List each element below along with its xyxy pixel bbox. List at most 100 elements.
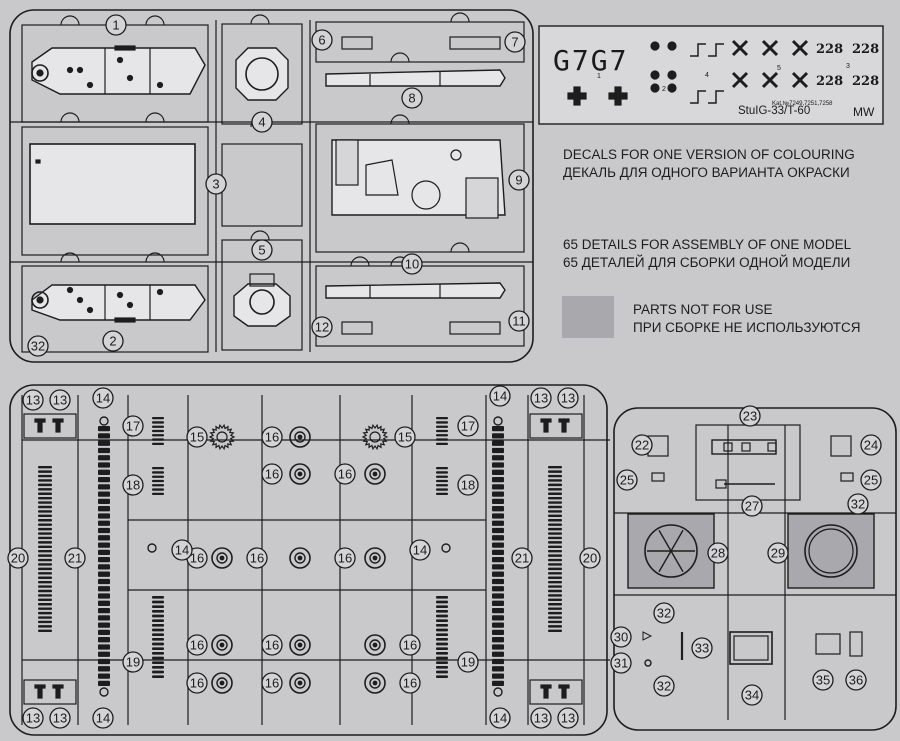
- track-link: [38, 496, 52, 500]
- not-for-use-swatch: [562, 296, 614, 338]
- callout-number: 16: [403, 676, 417, 691]
- track-link: [98, 557, 110, 563]
- track-link: [436, 438, 448, 441]
- callout-number: 22: [635, 438, 649, 453]
- callout-circle: [530, 387, 552, 409]
- sprocket-teeth: [208, 423, 236, 451]
- road-wheel-16: [289, 634, 311, 656]
- callout-number: 13: [561, 391, 575, 406]
- note-decal-ru: ДЕКАЛЬ ДЛЯ ОДНОГО ВАРИАНТА ОКРАСКИ: [563, 165, 850, 180]
- wheel-hub: [369, 639, 381, 651]
- track-link: [492, 557, 504, 563]
- wheel-hub: [216, 552, 228, 564]
- rivet: [66, 66, 74, 74]
- part-12: [341, 321, 373, 335]
- track-link: [98, 455, 110, 461]
- callout-circle: [739, 405, 761, 427]
- callout-circle: [261, 426, 283, 448]
- part-7: [449, 36, 501, 50]
- track-link: [436, 434, 448, 437]
- callout-circle: [631, 434, 653, 456]
- callout-number: 10: [405, 257, 419, 272]
- track-link: [38, 505, 52, 509]
- wheel-axle: [297, 471, 303, 477]
- track-link: [98, 564, 110, 570]
- track-link: [38, 492, 52, 495]
- track-link: [38, 519, 52, 522]
- track-link: [436, 421, 448, 424]
- callout-circle: [767, 542, 789, 564]
- callout-circle: [122, 415, 144, 437]
- decal-number: 228: [852, 42, 880, 57]
- track-link: [548, 536, 562, 540]
- track-link: [38, 483, 52, 487]
- track-link: [38, 554, 52, 557]
- callout-number: 27: [745, 499, 759, 514]
- track-link: [152, 675, 164, 678]
- callout-number: 24: [864, 438, 878, 453]
- track-link: [548, 558, 562, 562]
- track-link: [492, 629, 504, 636]
- track-link: [98, 542, 110, 548]
- road-wheel-16: [289, 547, 311, 569]
- track-link: [152, 633, 164, 636]
- superstructure-panel: [335, 139, 359, 186]
- track-link: [38, 501, 52, 504]
- cross-outline: [761, 39, 779, 57]
- part-box-13b: [23, 679, 77, 705]
- track-link: [492, 469, 504, 475]
- track-link: [38, 527, 52, 531]
- track-link: [38, 550, 52, 553]
- track-link: [152, 421, 164, 424]
- pin-part-14: [493, 416, 503, 426]
- callout-circle: [261, 634, 283, 656]
- callout-circle: [616, 469, 638, 491]
- track-link: [548, 572, 562, 575]
- callout-circle: [334, 463, 356, 485]
- callout-number: 9: [515, 173, 522, 188]
- track-link: [436, 605, 448, 608]
- track-link: [98, 426, 110, 432]
- stripe-decal: [690, 43, 724, 57]
- fan-cover-29: [787, 513, 875, 589]
- track-link: [152, 610, 164, 613]
- track-link: [492, 426, 504, 432]
- callout-number: 13: [534, 391, 548, 406]
- decal-index: 5: [777, 65, 781, 72]
- box-part-34: [729, 631, 773, 665]
- rivet: [126, 301, 134, 309]
- track-link: [98, 658, 110, 665]
- rivet: [66, 286, 74, 294]
- track-link: [38, 545, 52, 548]
- road-wheel-16: [289, 426, 311, 448]
- callout-number: 17: [126, 419, 140, 434]
- track-link: [152, 624, 164, 627]
- callout-circle: [49, 389, 71, 411]
- callout-circle: [27, 335, 49, 357]
- callout-circle: [579, 547, 601, 569]
- road-wheel-16: [364, 463, 386, 485]
- callout-number: 20: [11, 551, 25, 566]
- callout-circle: [205, 173, 227, 195]
- gate-notch: [145, 15, 165, 26]
- fan-ring: [644, 524, 698, 578]
- superstructure-part-9: [331, 139, 506, 216]
- wheel-hub: [294, 431, 306, 443]
- pin-part-14: [147, 543, 157, 553]
- track-link: [38, 598, 52, 602]
- decal-kat: Kat.№7249,7251,7258: [772, 101, 833, 107]
- track-link: [38, 536, 52, 540]
- track-link: [548, 598, 562, 602]
- callout-number: 16: [265, 638, 279, 653]
- callout-circle: [122, 474, 144, 496]
- callout-circle: [860, 434, 882, 456]
- idler-wheel: [31, 291, 49, 309]
- octagon-part-5: [233, 283, 291, 327]
- track-link: [436, 429, 448, 433]
- track-link: [492, 615, 504, 621]
- callout-number: 6: [318, 33, 325, 48]
- callout-circle: [49, 707, 71, 729]
- wheel-hub: [369, 677, 381, 689]
- track-link: [436, 675, 448, 678]
